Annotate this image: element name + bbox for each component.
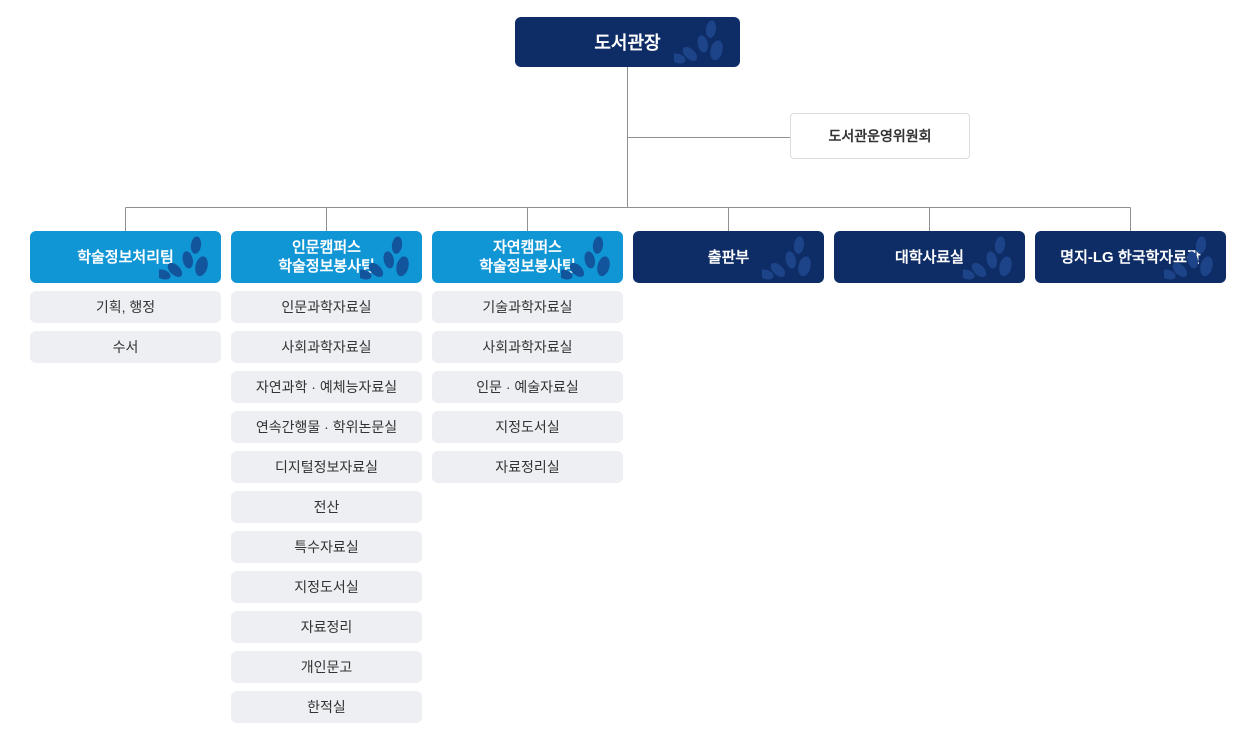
team-column: 출판부 [633,231,824,283]
sub-unit-label: 인문과학자료실 [281,299,372,315]
team-column: 명지-LG 한국학자료관 [1035,231,1226,283]
team-header-box: 명지-LG 한국학자료관 [1035,231,1226,283]
team-items: 인문과학자료실 사회과학자료실 자연과학 · 예체능자료실 연속간행물 · 학위… [231,283,422,723]
sub-unit-box: 전산 [231,491,422,523]
sub-unit-label: 인문 · 예술자료실 [476,379,579,395]
team-items: 기획, 행정 수서 [30,283,221,363]
sub-unit-label: 개인문고 [300,659,353,675]
sub-unit-label: 사회과학자료실 [482,339,573,355]
team-column: 학술정보처리팀 기획, 행정 수서 [30,231,221,363]
team-column: 대학사료실 [834,231,1025,283]
team-columns: 학술정보처리팀 기획, 행정 수서 인문캠퍼스 학술정보봉사팀 인문과학자료실 … [30,231,1226,723]
sub-unit-box: 특수자료실 [231,531,422,563]
team-column: 자연캠퍼스 학술정보봉사팀 기술과학자료실 사회과학자료실 인문 · 예술자료실… [432,231,623,483]
leaf-icon [674,20,725,64]
team-header-box: 인문캠퍼스 학술정보봉사팀 [231,231,422,283]
team-header-label: 대학사료실 [894,248,964,266]
team-header-label: 명지-LG 한국학자료관 [1060,248,1201,266]
sub-unit-box: 인문 · 예술자료실 [432,371,623,403]
sub-unit-label: 자료정리실 [495,459,560,475]
sub-unit-box: 인문과학자료실 [231,291,422,323]
leaf-icon [762,236,813,280]
sub-unit-label: 특수자료실 [294,539,359,555]
sub-unit-box: 개인문고 [231,651,422,683]
leaf-icon [360,236,411,280]
sub-unit-label: 수서 [112,339,139,355]
sub-unit-box: 수서 [30,331,221,363]
sub-unit-label: 전산 [313,499,340,515]
sub-unit-label: 기획, 행정 [95,299,156,315]
team-header-label: 학술정보처리팀 [77,248,174,266]
team-header-label: 인문캠퍼스 학술정보봉사팀 [278,239,375,275]
sub-unit-label: 자연과학 · 예체능자료실 [255,379,398,395]
director-label: 도서관장 [594,33,661,53]
sub-unit-label: 디지털정보자료실 [274,459,379,475]
sub-unit-box: 자연과학 · 예체능자료실 [231,371,422,403]
team-header-label: 자연캠퍼스 학술정보봉사팀 [479,239,576,275]
team-header-box: 대학사료실 [834,231,1025,283]
leaf-icon [963,236,1014,280]
committee-label: 도서관운영위원회 [828,128,932,144]
sub-unit-box: 사회과학자료실 [231,331,422,363]
team-header-box: 학술정보처리팀 [30,231,221,283]
sub-unit-label: 한적실 [307,699,346,715]
team-header-label: 출판부 [707,248,750,266]
leaf-icon [1164,236,1215,280]
sub-unit-label: 지정도서실 [495,419,560,435]
team-header-box: 자연캠퍼스 학술정보봉사팀 [432,231,623,283]
sub-unit-box: 연속간행물 · 학위논문실 [231,411,422,443]
sub-unit-box: 지정도서실 [231,571,422,603]
sub-unit-box: 자료정리 [231,611,422,643]
team-header-box: 출판부 [633,231,824,283]
leaf-icon [561,236,612,280]
sub-unit-box: 지정도서실 [432,411,623,443]
team-column: 인문캠퍼스 학술정보봉사팀 인문과학자료실 사회과학자료실 자연과학 · 예체능… [231,231,422,723]
sub-unit-label: 기술과학자료실 [482,299,573,315]
sub-unit-label: 사회과학자료실 [281,339,372,355]
sub-unit-label: 자료정리 [300,619,353,635]
sub-unit-label: 지정도서실 [294,579,359,595]
committee-box: 도서관운영위원회 [790,113,970,159]
director-box: 도서관장 [515,17,740,67]
sub-unit-box: 기획, 행정 [30,291,221,323]
sub-unit-box: 디지털정보자료실 [231,451,422,483]
leaf-icon [159,236,210,280]
sub-unit-label: 연속간행물 · 학위논문실 [255,419,398,435]
team-items: 기술과학자료실 사회과학자료실 인문 · 예술자료실 지정도서실 자료정리실 [432,283,623,483]
sub-unit-box: 기술과학자료실 [432,291,623,323]
sub-unit-box: 한적실 [231,691,422,723]
sub-unit-box: 자료정리실 [432,451,623,483]
sub-unit-box: 사회과학자료실 [432,331,623,363]
